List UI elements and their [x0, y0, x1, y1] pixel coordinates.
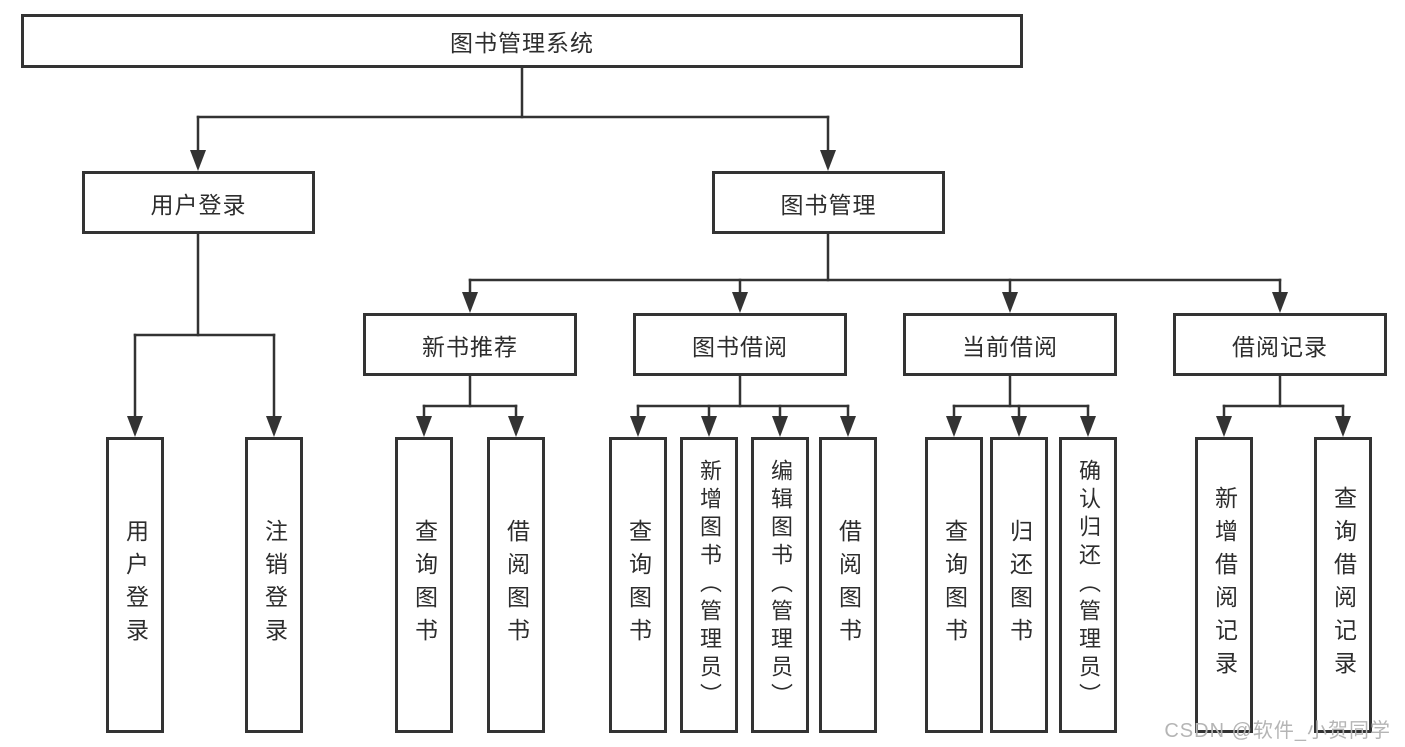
leaf-borrow-books-recommend: 借阅图书: [487, 437, 545, 733]
leaf-query-books-current: 查询图书: [925, 437, 983, 733]
node-borrow-records: 借阅记录: [1173, 313, 1387, 376]
node-book-borrow: 图书借阅: [633, 313, 847, 376]
leaf-query-books-recommend: 查询图书: [395, 437, 453, 733]
leaf-borrow-books: 借阅图书: [819, 437, 877, 733]
leaf-user-login: 用户登录: [106, 437, 164, 733]
node-book-management: 图书管理: [712, 171, 945, 234]
leaf-add-book-admin: 新增图书（管理员）: [680, 437, 738, 733]
node-new-book-recommend: 新书推荐: [363, 313, 577, 376]
leaf-query-books-borrow: 查询图书: [609, 437, 667, 733]
leaf-add-borrow-record: 新增借阅记录: [1195, 437, 1253, 733]
node-root: 图书管理系统: [21, 14, 1023, 68]
leaf-return-books: 归还图书: [990, 437, 1048, 733]
leaf-confirm-return-admin: 确认归还（管理员）: [1059, 437, 1117, 733]
leaf-logout: 注销登录: [245, 437, 303, 733]
node-current-borrow: 当前借阅: [903, 313, 1117, 376]
arrowheads: [127, 150, 1351, 437]
node-user-login: 用户登录: [82, 171, 315, 234]
leaf-query-borrow-record: 查询借阅记录: [1314, 437, 1372, 733]
leaf-edit-book-admin: 编辑图书（管理员）: [751, 437, 809, 733]
watermark: CSDN @软件_小贺同学: [1164, 720, 1391, 742]
